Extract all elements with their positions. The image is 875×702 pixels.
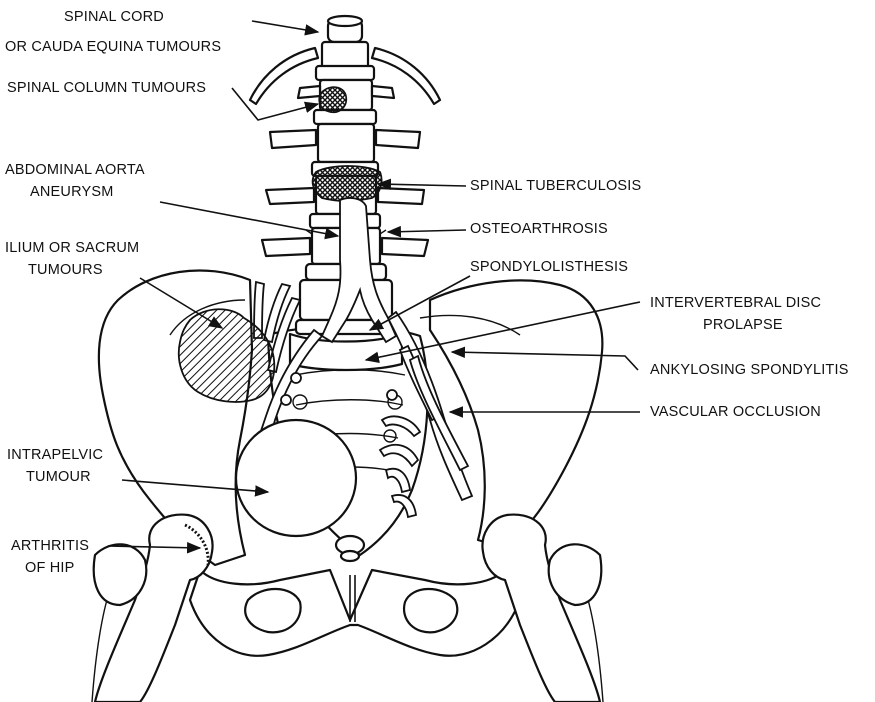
- label-ankylosing-spondylitis: ANKYLOSING SPONDYLITIS: [650, 361, 849, 379]
- label-ilium-tumours: TUMOURS: [28, 261, 103, 279]
- intrapelvic-tumour: [236, 420, 356, 536]
- label-intervertebral-disc: INTERVERTEBRAL DISC: [650, 294, 821, 312]
- label-intrapelvic: INTRAPELVIC: [7, 446, 103, 464]
- spinal-tuberculosis-lesion: [313, 166, 382, 201]
- label-abdominal-aorta: ABDOMINAL AORTA: [5, 161, 145, 179]
- label-cauda-equina-tumours: OR CAUDA EQUINA TUMOURS: [5, 38, 221, 56]
- label-prolapse: PROLAPSE: [703, 316, 783, 334]
- label-spinal-tuberculosis: SPINAL TUBERCULOSIS: [470, 177, 641, 195]
- label-intrapelvic-tumour: TUMOUR: [26, 468, 91, 486]
- label-of-hip: OF HIP: [25, 559, 75, 577]
- label-vascular-occlusion: VASCULAR OCCLUSION: [650, 403, 821, 421]
- label-aneurysm: ANEURYSM: [30, 183, 114, 201]
- label-ilium-or-sacrum: ILIUM OR SACRUM: [5, 239, 139, 257]
- right-iliac-wing: [430, 280, 602, 548]
- label-spondylolisthesis: SPONDYLOLISTHESIS: [470, 258, 628, 276]
- spinal-column-tumour: [319, 87, 346, 112]
- label-arthritis: ARTHRITIS: [11, 537, 89, 555]
- label-osteoarthrosis: OSTEOARTHROSIS: [470, 220, 608, 238]
- label-spinal-cord: SPINAL CORD: [64, 8, 164, 26]
- label-spinal-column-tumours: SPINAL COLUMN TUMOURS: [7, 79, 206, 97]
